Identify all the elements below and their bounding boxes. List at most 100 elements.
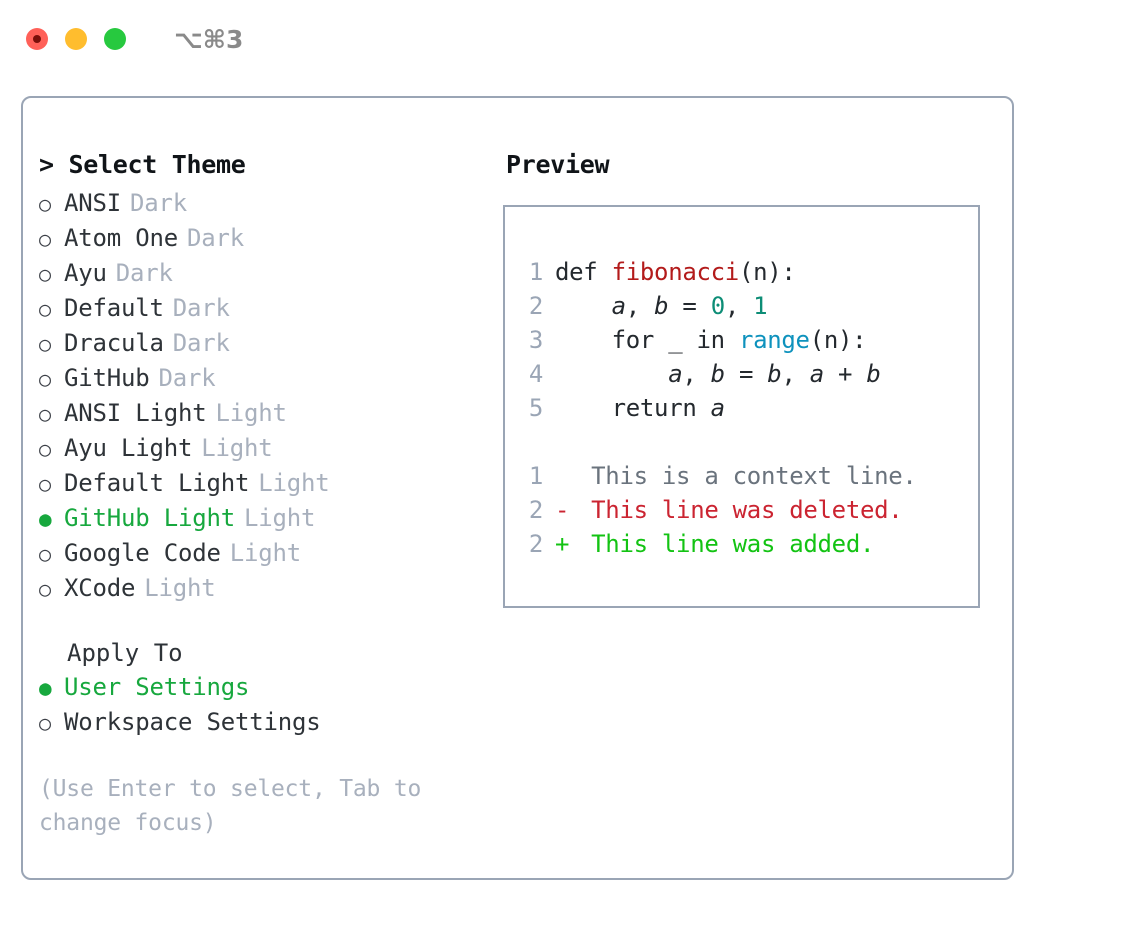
theme-option-tag: Dark <box>115 259 173 287</box>
theme-option-tag: Dark <box>172 294 230 322</box>
apply-to-option-label: User Settings <box>64 673 250 701</box>
apply-to-list: ●User Settings ○ Workspace Settings <box>39 670 503 740</box>
radio-unselected-icon: ○ <box>39 297 51 321</box>
code-token: (n): <box>809 326 867 354</box>
line-number: 1 <box>528 462 543 490</box>
radio-unselected-icon: ○ <box>39 227 51 251</box>
theme-option-tag: Light <box>215 399 287 427</box>
theme-option[interactable]: ○ Ayu Dark <box>39 256 503 291</box>
line-number: 2 <box>528 496 543 524</box>
code-token: , <box>781 360 810 388</box>
theme-option[interactable]: ○ Default Dark <box>39 291 503 326</box>
line-number: 2 <box>528 530 543 558</box>
code-line: 3 for _ in range(n): <box>519 323 978 357</box>
theme-option-label: ANSI <box>64 189 121 217</box>
radio-unselected-icon: ○ <box>39 472 51 496</box>
code-token: a <box>611 292 626 320</box>
theme-option-label: Atom One <box>64 224 178 252</box>
diff-line: 2+ This line was added. <box>519 527 978 561</box>
theme-option-label: XCode <box>64 574 136 602</box>
radio-unselected-icon: ○ <box>39 262 51 286</box>
theme-option[interactable]: ○ Atom One Dark <box>39 221 503 256</box>
theme-option[interactable]: ○ GitHub Dark <box>39 361 503 396</box>
code-token: def <box>555 258 612 286</box>
code-token <box>555 292 612 320</box>
code-token: = <box>724 360 768 388</box>
theme-option-label: ANSI Light <box>64 399 207 427</box>
line-number: 4 <box>528 360 543 388</box>
window-controls <box>26 28 126 50</box>
radio-unselected-icon: ○ <box>39 711 51 735</box>
code-token: 0 <box>710 292 725 320</box>
theme-option-label: Google Code <box>64 539 221 567</box>
close-button-icon[interactable] <box>26 28 48 50</box>
diff-sample: 1 This is a context line. 2- This line wa… <box>519 459 978 561</box>
theme-option-tag: Dark <box>187 224 244 252</box>
theme-option-label: GitHub Light <box>64 504 235 532</box>
code-token: = <box>668 292 711 320</box>
theme-option-tag: Light <box>201 434 273 462</box>
code-token: return <box>555 394 711 422</box>
code-token: 1 <box>753 292 768 320</box>
theme-option-tag: Light <box>258 469 330 497</box>
theme-option-tag: Dark <box>172 329 230 357</box>
code-token: + <box>823 360 867 388</box>
code-token: b <box>654 292 669 320</box>
theme-option-label: GitHub <box>64 364 150 392</box>
theme-option-label: Default <box>64 294 164 322</box>
radio-unselected-icon: ○ <box>39 332 51 356</box>
spacer <box>519 425 978 459</box>
apply-to-option-label: Workspace Settings <box>64 708 321 736</box>
theme-option[interactable]: ○ Default Light Light <box>39 466 503 501</box>
code-token: a <box>710 394 725 422</box>
diff-line: 2- This line was deleted. <box>519 493 978 527</box>
theme-option[interactable]: ○ ANSI Light Light <box>39 396 503 431</box>
theme-option-tag: Light <box>244 504 316 532</box>
maximize-button-icon[interactable] <box>104 28 126 50</box>
apply-to-option[interactable]: ●User Settings <box>39 670 503 705</box>
theme-option[interactable]: ○ Dracula Dark <box>39 326 503 361</box>
code-token: (n): <box>738 258 796 286</box>
diff-text: This is a context line. <box>577 462 917 490</box>
theme-option-tag: Dark <box>158 364 216 392</box>
code-line: 4 a, b = b, a + b <box>519 357 978 391</box>
minimize-button-icon[interactable] <box>65 28 87 50</box>
apply-to-option[interactable]: ○ Workspace Settings <box>39 705 503 740</box>
code-line: 1 def fibonacci(n): <box>519 255 978 289</box>
code-token: b <box>710 360 725 388</box>
theme-option-label: Default Light <box>64 469 250 497</box>
theme-option-tag: Dark <box>130 189 187 217</box>
code-token: , <box>625 292 655 320</box>
code-token: fibonacci <box>611 258 740 286</box>
theme-option-tag: Light <box>144 574 216 602</box>
code-token: a <box>668 360 683 388</box>
radio-unselected-icon: ○ <box>39 367 51 391</box>
code-token: range <box>738 326 810 354</box>
code-line: 2 a, b = 0, 1 <box>519 289 978 323</box>
radio-unselected-icon: ○ <box>39 192 51 216</box>
theme-option-label: Dracula <box>64 329 164 357</box>
code-token: , <box>724 292 754 320</box>
line-number: 1 <box>528 258 543 286</box>
code-token <box>555 360 668 388</box>
code-token: for _ in <box>555 326 739 354</box>
theme-option-tag: Light <box>229 539 301 567</box>
diff-sign: - <box>555 496 570 524</box>
theme-option-label: Ayu <box>64 259 107 287</box>
theme-option[interactable]: ○ ANSI Dark <box>39 186 503 221</box>
radio-unselected-icon: ○ <box>39 402 51 426</box>
code-token: b <box>866 360 881 388</box>
diff-sign <box>555 459 577 493</box>
code-token: a <box>809 360 824 388</box>
